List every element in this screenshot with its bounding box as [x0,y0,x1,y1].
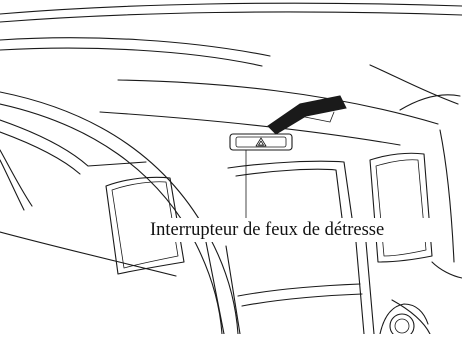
hazard-switch-label: Interrupteur de feux de détresse [147,218,447,242]
windshield-edge [0,3,462,22]
hazard-triangle-icon [256,138,266,146]
steering-wheel-rim [0,92,238,334]
arrow-icon [268,96,346,134]
right-air-vent [370,153,432,262]
left-dashboard-panel [0,120,176,276]
gear-knob [380,304,428,334]
center-console [206,161,374,334]
hazard-switch [230,134,292,150]
dashboard-top [0,38,460,145]
